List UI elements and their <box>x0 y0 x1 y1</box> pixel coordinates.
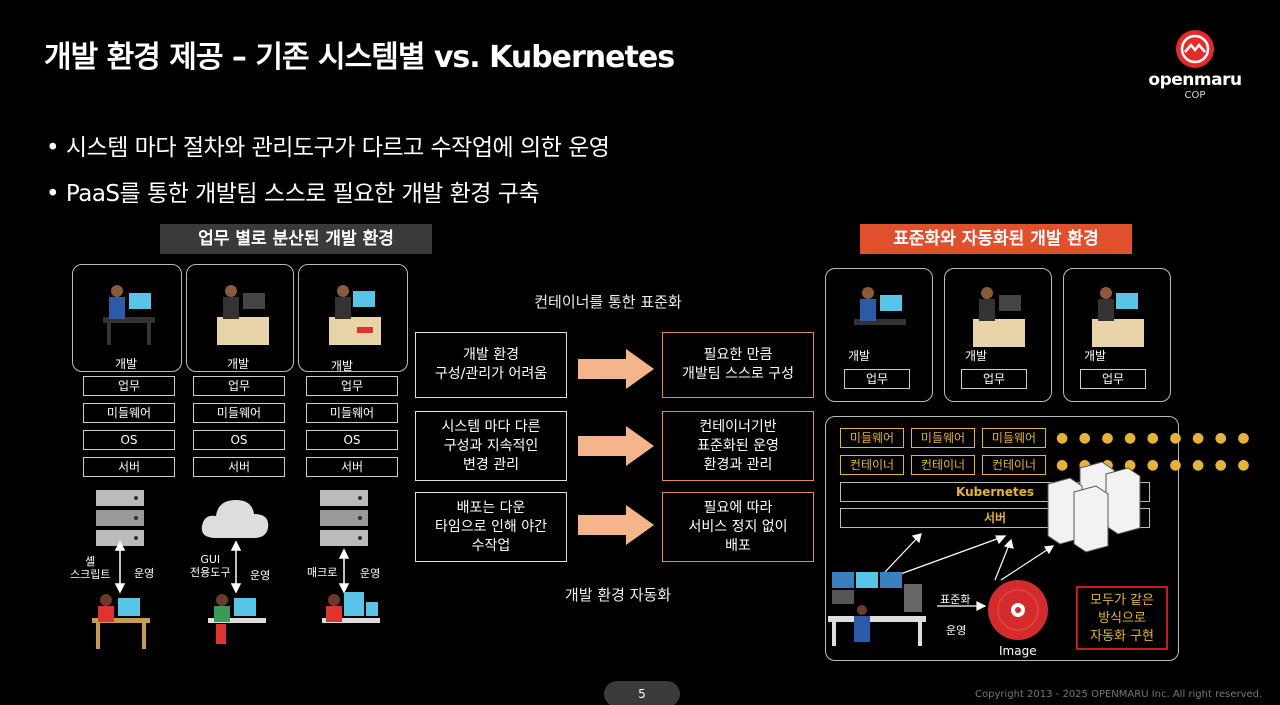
solution-box-3: 필요에 따라 서비스 정지 없이 배포 <box>662 492 814 562</box>
server-rack-icon <box>1047 462 1141 553</box>
dev-card-3: 개발 <box>298 264 408 373</box>
server-layer: 서버 <box>840 508 1150 528</box>
page-title: 개발 환경 제공 – 기존 시스템별 vs. Kubernetes <box>44 40 675 75</box>
stack-work-1: 업무 <box>83 376 175 396</box>
std-dev-card-2: 개발 업무 <box>944 268 1052 402</box>
middleware-tag-2: 미들웨어 <box>911 428 975 448</box>
operate-label: 운영 <box>946 624 967 637</box>
operator-icon <box>208 594 266 644</box>
developer-desk-icon <box>973 287 1025 347</box>
operator-workstation-icon <box>828 572 926 646</box>
stack-server-3: 서버 <box>306 457 398 477</box>
solution-box-2: 컨테이너기반 표준화된 운영 환경과 관리 <box>662 411 814 481</box>
tool-label-2: GUI 전용도구 <box>190 553 231 579</box>
middleware-tag-3: 미들웨어 <box>982 428 1046 448</box>
problem-box-3: 배포는 다운 타임으로 인해 야간 수작업 <box>415 492 567 562</box>
image-disc-icon <box>988 580 1048 640</box>
stack-server-1: 서버 <box>83 457 175 477</box>
solution-box-1: 필요한 만큼 개발팀 스스로 구성 <box>662 332 814 398</box>
bullet-1-text: 시스템 마다 절차와 관리도구가 다르고 수작업에 의한 운영 <box>65 135 610 161</box>
deploy-arrows <box>884 533 1055 611</box>
operator-icon <box>92 594 150 649</box>
right-arrow-icon <box>578 426 654 466</box>
image-label: Image <box>999 644 1037 658</box>
stack-os-2: OS <box>193 430 285 450</box>
std-work-2: 업무 <box>961 369 1027 389</box>
dev-label-3: 개발 <box>331 359 354 373</box>
op-label-1: 운영 <box>134 567 155 580</box>
developer-desk-icon <box>217 285 269 345</box>
stack-middleware-1: 미들웨어 <box>83 403 175 423</box>
stack-os-3: OS <box>306 430 398 450</box>
left-header: 업무 별로 분산된 개발 환경 <box>160 224 432 254</box>
server-stack-icon <box>96 490 144 546</box>
bullet-2-text: PaaS를 통한 개발팀 스스로 필요한 개발 환경 구축 <box>65 181 540 207</box>
developer-desk-icon <box>103 285 155 345</box>
logo-name: openmaru <box>1148 70 1242 90</box>
std-dev-card-1: 개발 업무 <box>825 268 933 402</box>
standard-label: 표준화 <box>940 593 971 606</box>
dev-card-1: 개발 <box>72 264 182 372</box>
stack-work-2: 업무 <box>193 376 285 396</box>
developer-desk-icon <box>329 285 381 345</box>
right-arrow-icon <box>578 349 654 389</box>
container-tag-3: 컨테이너 <box>982 455 1046 475</box>
middleware-tag-1: 미들웨어 <box>840 428 904 448</box>
dev-label-1: 개발 <box>115 357 138 371</box>
automation-note: 모두가 같은 방식으로 자동화 구현 <box>1076 586 1168 650</box>
middle-top-label: 컨테이너를 통한 표준화 <box>534 293 682 311</box>
middle-bottom-label: 개발 환경 자동화 <box>564 586 672 604</box>
stack-work-3: 업무 <box>306 376 398 396</box>
stack-middleware-2: 미들웨어 <box>193 403 285 423</box>
dev-label-2: 개발 <box>227 357 250 371</box>
stack-os-1: OS <box>83 430 175 450</box>
logo-mark-icon <box>1176 30 1214 68</box>
bullet-1: • 시스템 마다 절차와 관리도구가 다르고 수작업에 의한 운영 <box>46 135 610 161</box>
stack-middleware-3: 미들웨어 <box>306 403 398 423</box>
tool-label-1: 셸 스크립트 <box>70 555 111 581</box>
problem-box-1: 개발 환경 구성/관리가 어려움 <box>415 332 567 398</box>
operator-icon <box>322 592 380 623</box>
server-stack-icon <box>320 490 368 546</box>
right-header: 표준화와 자동화된 개발 환경 <box>860 224 1132 254</box>
std-dev-label-1: 개발 <box>848 349 871 363</box>
std-work-1: 업무 <box>844 369 910 389</box>
openmaru-logo: openmaru COP <box>1140 30 1250 101</box>
op-label-2: 운영 <box>250 569 271 582</box>
std-dev-label-3: 개발 <box>1084 349 1107 363</box>
developer-desk-icon <box>854 287 906 325</box>
developer-desk-icon <box>1092 287 1144 347</box>
logo-sub: COP <box>1184 90 1206 101</box>
cloud-icon <box>201 500 269 538</box>
kubernetes-layer: Kubernetes <box>840 482 1150 502</box>
std-dev-card-3: 개발 업무 <box>1063 268 1171 402</box>
problem-box-2: 시스템 마다 다른 구성과 지속적인 변경 관리 <box>415 411 567 481</box>
more-dots-1: ● ● ● ● ● ● ● ● ● <box>1056 430 1253 446</box>
op-label-3: 운영 <box>360 567 381 580</box>
copyright: Copyright 2013 - 2025 OPENMARU Inc. All … <box>975 689 1263 700</box>
bullet-2: • PaaS를 통한 개발팀 스스로 필요한 개발 환경 구축 <box>46 181 540 207</box>
container-tag-1: 컨테이너 <box>840 455 904 475</box>
std-work-3: 업무 <box>1080 369 1146 389</box>
std-dev-label-2: 개발 <box>965 349 988 363</box>
container-tag-2: 컨테이너 <box>911 455 975 475</box>
dev-card-2: 개발 <box>186 264 294 372</box>
right-arrow-icon <box>578 505 654 545</box>
stack-server-2: 서버 <box>193 457 285 477</box>
connector-arrows <box>114 540 350 594</box>
page-number: 5 <box>604 681 680 705</box>
tool-label-3: 매크로 <box>307 566 338 579</box>
